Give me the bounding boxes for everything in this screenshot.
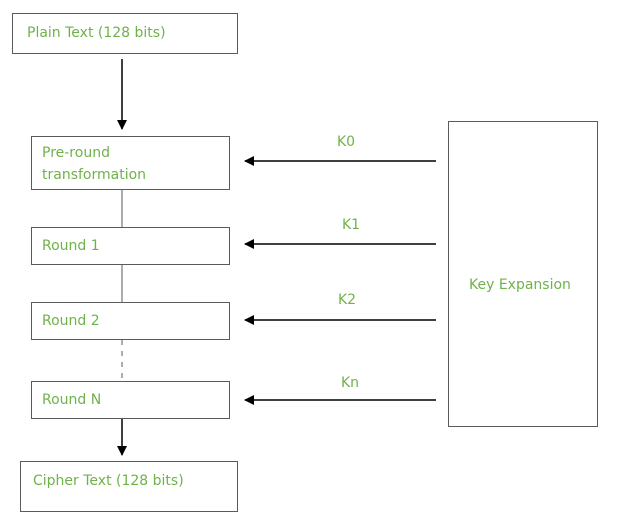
key-label-k1: K1 — [342, 217, 361, 233]
key-label-kn: Kn — [341, 375, 360, 391]
round-1-box: Round 1 — [31, 227, 230, 265]
round-n-box: Round N — [31, 381, 230, 419]
plain-text-box: Plain Text (128 bits) — [12, 13, 238, 54]
round-2-box: Round 2 — [31, 302, 230, 340]
plain-text-label: Plain Text (128 bits) — [27, 25, 166, 41]
round-2-label: Round 2 — [42, 313, 100, 329]
cipher-text-label: Cipher Text (128 bits) — [33, 473, 184, 489]
cipher-text-box: Cipher Text (128 bits) — [20, 461, 238, 512]
round-n-label: Round N — [42, 392, 102, 408]
pre-round-box: Pre-round transformation — [31, 136, 230, 190]
key-label-k0: K0 — [337, 134, 356, 150]
round-1-label: Round 1 — [42, 238, 100, 254]
key-expansion-label: Key Expansion — [469, 277, 571, 293]
key-expansion-box: Key Expansion — [448, 121, 598, 427]
pre-round-label: Pre-round transformation — [42, 145, 147, 183]
key-label-k2: K2 — [338, 292, 357, 308]
